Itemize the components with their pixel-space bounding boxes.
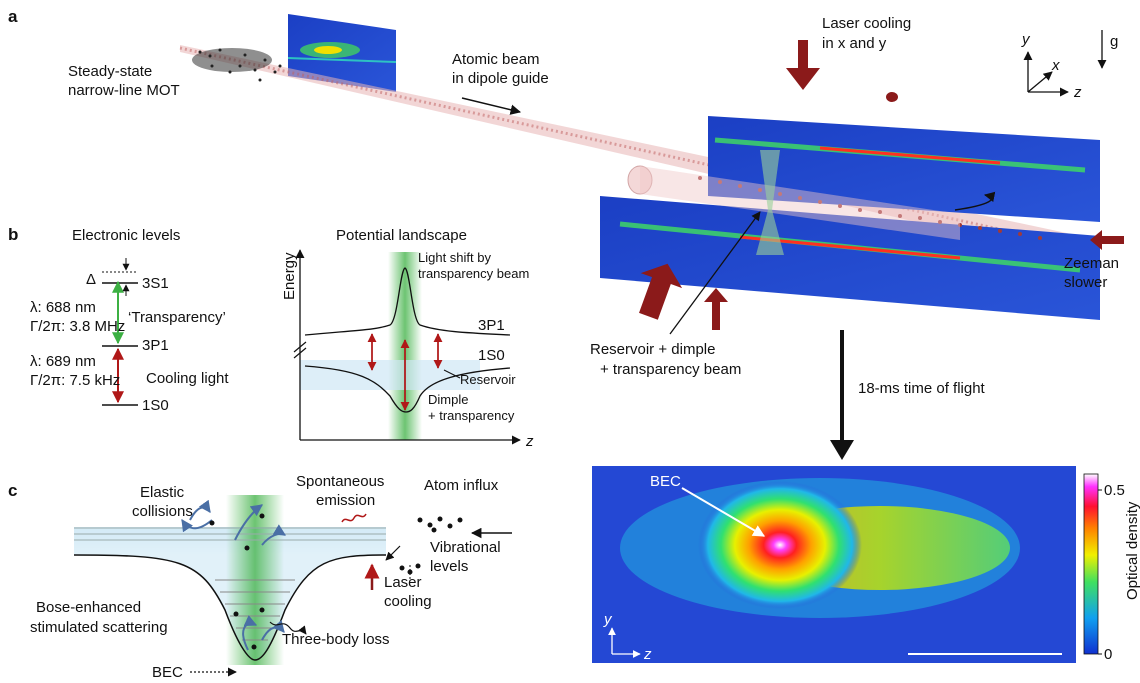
transparency-label: ‘Transparency’ <box>128 309 226 326</box>
landscape-title: Potential landscape <box>336 227 467 244</box>
bec-image-label: BEC <box>650 473 681 490</box>
axis-x-label: x <box>1051 57 1060 74</box>
lambda-688: λ: 688 nm <box>30 299 96 316</box>
gamma-7-5: Γ/2π: 7.5 kHz <box>30 372 120 389</box>
axis-z-label: z <box>1073 84 1082 101</box>
axis-y-label: y <box>1021 31 1031 48</box>
state-3p1: 3P1 <box>142 337 169 354</box>
laser-cool-label-2: cooling <box>384 593 432 610</box>
panel-c-letter: c <box>8 481 17 500</box>
beam-label-2: in dipole guide <box>452 70 549 87</box>
levels-title: Electronic levels <box>72 227 180 244</box>
zeeman-label-1: Zeeman <box>1064 255 1119 272</box>
delta-label: Δ <box>86 271 96 288</box>
loop-arrow <box>954 191 996 211</box>
beam-label-1: Atomic beam <box>452 51 540 68</box>
atom-beam-dots <box>698 176 1042 240</box>
colorbar <box>1083 473 1102 655</box>
laser-cool-label-1: Laser <box>384 574 422 591</box>
light-shift-label-2: transparency beam <box>418 266 529 281</box>
spont-label-2: emission <box>316 492 375 509</box>
three-body-label: Three-body loss <box>282 631 390 648</box>
curve-3p1-label: 3P1 <box>478 317 505 334</box>
reservoir-leader <box>443 369 461 379</box>
vib-label-1: Vibrational <box>430 539 501 556</box>
vib-label-2: levels <box>430 558 468 575</box>
mot-image <box>287 14 397 92</box>
reservoir-label-1: Reservoir + dimple <box>590 341 715 358</box>
mot-label-1: Steady-state <box>68 63 152 80</box>
state-1s0: 1S0 <box>142 397 169 414</box>
landscape-z-label: z <box>525 433 534 450</box>
dipole-guide-beam <box>179 45 1090 262</box>
dimple-label-1: Dimple <box>428 392 468 407</box>
dimple-label-2: + transparency <box>428 408 515 423</box>
upper-cooling-image <box>708 116 1100 222</box>
cooling-label-1: Laser cooling <box>822 15 911 32</box>
image-y-label: y <box>603 611 613 628</box>
bec-c-label: BEC <box>152 664 183 681</box>
trap-diagram <box>73 495 512 677</box>
beam-direction-arrow <box>461 97 522 115</box>
curve-1s0-label: 1S0 <box>478 347 505 364</box>
gamma-3-8: Γ/2π: 3.8 MHz <box>30 318 125 335</box>
level-diagram <box>102 258 138 406</box>
lambda-689: λ: 689 nm <box>30 353 96 370</box>
colorbar-max: 0.5 <box>1104 482 1125 499</box>
spont-label-1: Spontaneous <box>296 473 384 490</box>
reservoir-label-2: + transparency beam <box>600 361 741 378</box>
elastic-label-1: Elastic <box>140 484 185 501</box>
energy-label: Energy <box>281 252 298 300</box>
reservoir-pointer <box>669 211 761 335</box>
reservoir-curve-label: Reservoir <box>460 372 516 387</box>
mot-label-2: narrow-line MOT <box>68 82 180 99</box>
potential-plot <box>293 249 521 445</box>
state-3s1: 3S1 <box>142 275 169 292</box>
image-z-label: z <box>643 646 652 663</box>
gravity-label: g <box>1110 33 1118 50</box>
absorption-image <box>592 466 1076 663</box>
tof-arrowhead <box>830 440 854 460</box>
axis-triad: y x z <box>1021 31 1082 101</box>
cooling-arrows <box>639 40 1124 330</box>
mot-cloud <box>192 48 282 82</box>
influx-label: Atom influx <box>424 477 499 494</box>
elastic-label-2: collisions <box>132 503 193 520</box>
tof-label: 18-ms time of flight <box>858 380 986 397</box>
colorbar-min: 0 <box>1104 646 1112 663</box>
colorbar-label: Optical density <box>1124 501 1140 600</box>
bose-label-1: Bose-enhanced <box>36 599 141 616</box>
panel-b-letter: b <box>8 225 18 244</box>
cooling-label-2: in x and y <box>822 35 887 52</box>
bose-label-2: stimulated scattering <box>30 619 168 636</box>
panel-a-letter: a <box>8 7 18 26</box>
transparency-beam <box>627 150 960 255</box>
cooling-light-label: Cooling light <box>146 370 229 387</box>
light-shift-label-1: Light shift by <box>418 250 491 265</box>
zeeman-label-2: slower <box>1064 274 1107 291</box>
